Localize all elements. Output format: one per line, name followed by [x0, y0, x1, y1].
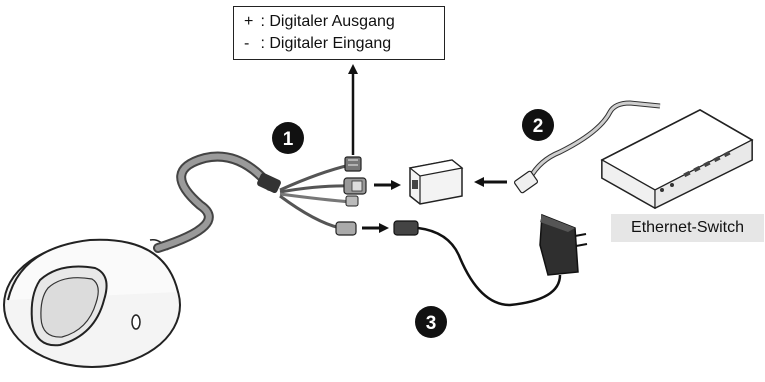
legend-text: : Digitaler Eingang	[260, 35, 392, 52]
legend-text: : Digitaler Ausgang	[260, 13, 395, 30]
ethernet-switch-icon	[600, 108, 754, 210]
step-number: 2	[533, 116, 544, 137]
ethernet-switch-label: Ethernet-Switch	[611, 214, 764, 242]
rj45-coupler-icon	[408, 159, 464, 205]
aux-connector-icon	[345, 195, 359, 207]
power-jack-icon	[335, 221, 357, 236]
legend-line-input: - : Digitaler Eingang	[244, 33, 444, 55]
legend-line-output: + : Digitaler Ausgang	[244, 11, 444, 33]
step-number: 3	[426, 313, 437, 334]
step-badge-3: 3	[415, 306, 447, 338]
camera-cable	[153, 151, 281, 253]
step-badge-1: 1	[272, 122, 304, 154]
legend-symbol: +	[244, 13, 254, 30]
digital-io-connector-icon	[344, 156, 362, 172]
breakout-wires	[279, 163, 353, 230]
power-adapter-icon	[539, 213, 588, 276]
digital-io-legend: + : Digitaler Ausgang - : Digitaler Eing…	[233, 6, 445, 60]
network-cable	[513, 100, 661, 194]
camera-icon	[3, 238, 181, 368]
rj45-plug-icon	[343, 177, 367, 195]
legend-symbol: -	[244, 35, 250, 52]
step-badge-2: 2	[522, 109, 554, 141]
power-cable	[393, 220, 562, 307]
step-number: 1	[283, 129, 294, 150]
